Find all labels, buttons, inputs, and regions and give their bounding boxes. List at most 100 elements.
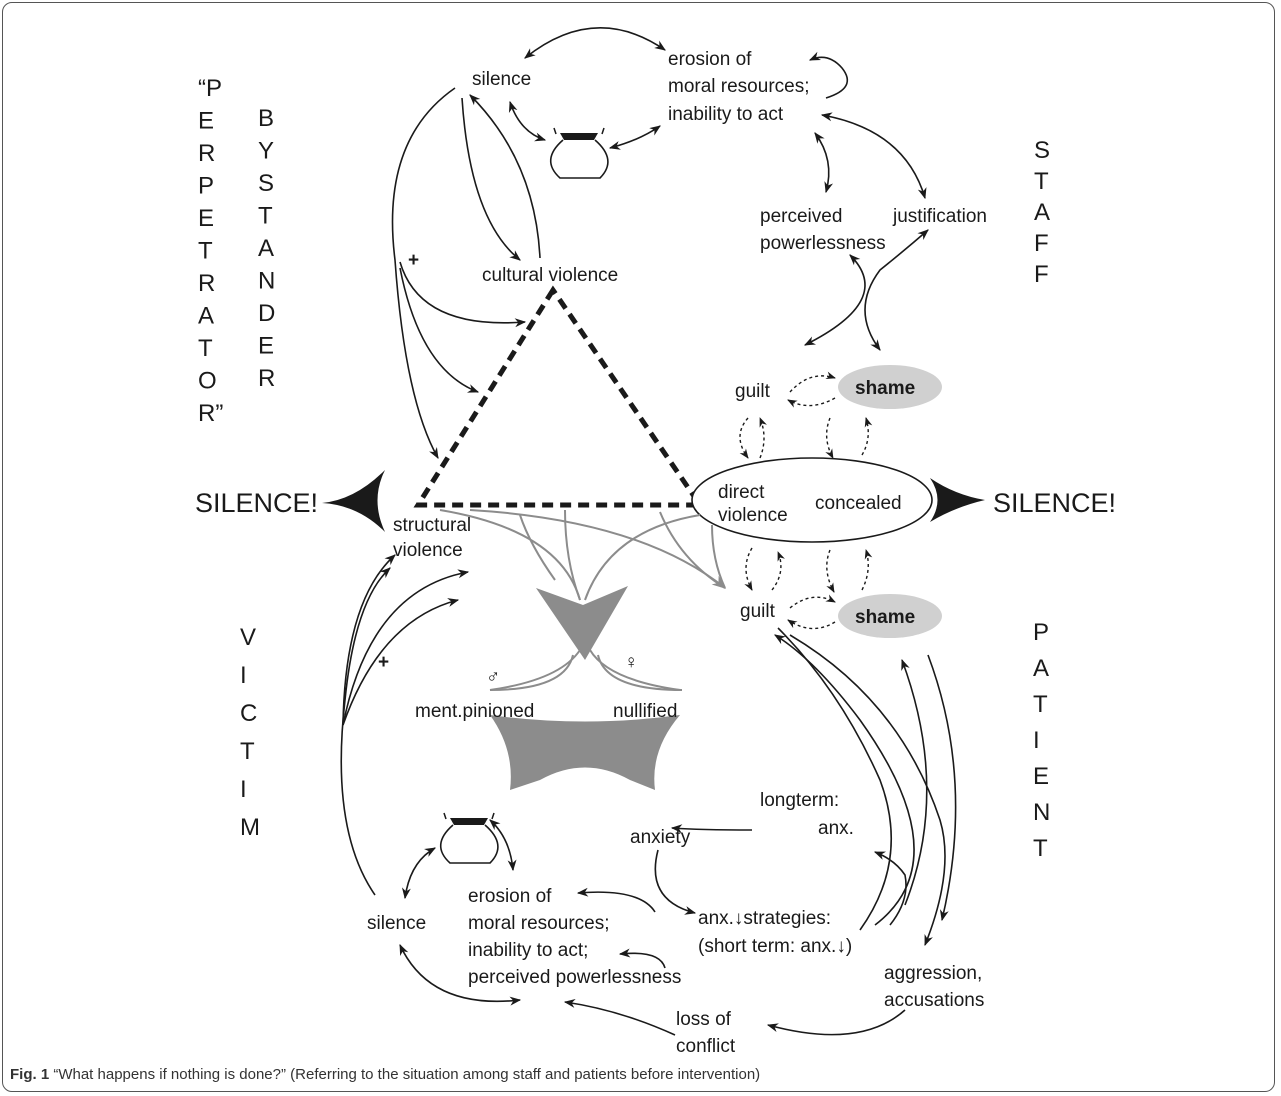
- dash-2: [759, 417, 767, 459]
- nullified-label: nullified: [613, 701, 677, 722]
- victim-letter: C: [240, 700, 257, 727]
- male-symbol: ♂: [486, 667, 500, 688]
- victim-letter: V: [240, 624, 256, 651]
- arrow-silence-erosion-top: [524, 27, 666, 59]
- structural-line1: structural: [393, 515, 471, 536]
- bystander-letter: B: [258, 105, 274, 132]
- arrow-silence-bot-erosion: [399, 943, 522, 1006]
- perpetrator-letter: E: [198, 108, 214, 135]
- grey-funnel-arrow: [536, 586, 628, 660]
- grey-split-arrow: [490, 715, 680, 790]
- anxiety-label: anxiety: [630, 827, 691, 848]
- dash-7: [826, 549, 835, 593]
- patient-letter: N: [1033, 799, 1050, 826]
- caption-text: “What happens if nothing is done?” (Refe…: [49, 1066, 761, 1083]
- perpetrator-letter: T: [198, 238, 213, 265]
- dash-8: [861, 549, 873, 591]
- strategies-line2: (short term: anx.↓): [698, 936, 852, 957]
- bystander-letter: E: [258, 333, 274, 360]
- silence-right-arrow: [930, 478, 985, 522]
- longterm-line2: anx.: [818, 818, 854, 839]
- perpetrator-letter: A: [198, 303, 214, 330]
- arrow-anxiety-strategies: [654, 849, 697, 915]
- arrow-silence-pot-bot: [401, 847, 436, 900]
- erosion-top-line3: inability to act: [668, 104, 784, 125]
- direct-violence-ellipse: [691, 457, 933, 543]
- concealed-label: concealed: [815, 493, 902, 514]
- erosion-bot-line3: inability to act;: [468, 940, 588, 961]
- loss-line1: loss of: [676, 1009, 732, 1030]
- patient-letter: A: [1033, 655, 1049, 682]
- perpetrator-letter: “P: [198, 75, 222, 102]
- bystander-letter: D: [258, 300, 275, 327]
- gender-arc-male: [489, 654, 574, 691]
- perpetrator-letter: T: [198, 335, 213, 362]
- dash-guilt-shame-top: [789, 371, 836, 393]
- dash-6: [771, 551, 785, 591]
- staff-letter: S: [1034, 137, 1050, 164]
- staff-letter: F: [1034, 261, 1049, 288]
- patient-letter: T: [1033, 835, 1048, 862]
- perceived-line2: powerlessness: [760, 233, 886, 254]
- dash-shame-guilt-bot: [787, 619, 836, 630]
- arrow-shame-aggression: [927, 654, 957, 922]
- aggression-line2: accusations: [884, 990, 984, 1011]
- staff-letter: F: [1034, 230, 1049, 257]
- bystander-letter: Y: [258, 138, 274, 165]
- plus-top-label: +: [408, 250, 419, 271]
- bystander-letter: S: [258, 170, 274, 197]
- arrow-silence-cultural: [461, 97, 521, 261]
- dash-1: [739, 417, 749, 459]
- cultural-violence-label: cultural violence: [482, 265, 618, 286]
- patient-letter: E: [1033, 763, 1049, 790]
- justification-label: justification: [892, 206, 987, 227]
- perpetrator-letter: O: [198, 368, 217, 395]
- patient-letter: T: [1033, 691, 1048, 718]
- arrow-loss-erosion: [563, 999, 676, 1036]
- grey-line-5: [469, 509, 727, 589]
- silence-left-arrow: [322, 470, 385, 532]
- dash-3: [825, 417, 834, 459]
- dash-4: [861, 417, 873, 456]
- victim-letter: M: [240, 814, 260, 841]
- grey-line-4: [519, 514, 556, 581]
- arrow-cultural-silence: [469, 94, 541, 259]
- shame-ellipse-top: [838, 365, 942, 409]
- arrow-aggression-shame: [901, 658, 928, 906]
- arrow-erosion-justification: [820, 112, 927, 200]
- arrow-victim-3: [342, 598, 460, 726]
- dash-shame-guilt-top: [787, 397, 836, 408]
- staff-letter: A: [1034, 199, 1050, 226]
- grey-line-2: [564, 509, 581, 601]
- arrow-victim-1: [342, 554, 396, 726]
- arrow-perceived-guilt: [803, 254, 866, 346]
- bystander-letter: N: [258, 268, 275, 295]
- arrow-aggression-loss: [766, 1009, 906, 1036]
- arrow-pot-erosion-bot: [489, 819, 517, 872]
- female-symbol: ♀: [624, 652, 638, 673]
- guilt-top-label: guilt: [735, 381, 771, 402]
- dash-5: [744, 547, 753, 591]
- direct-line1: direct: [718, 482, 765, 503]
- patient-letter: I: [1033, 727, 1040, 754]
- arrow-erosion-loop-bot: [576, 887, 656, 913]
- arrow-longterm-anxiety: [670, 824, 753, 834]
- perpetrator-letter: E: [198, 205, 214, 232]
- ment-pinioned-label: ment.pinioned: [415, 701, 534, 722]
- arrow-strategies-longterm: [873, 851, 907, 926]
- arrow-silence-pot-top: [508, 100, 547, 142]
- erosion-bot-line2: moral resources;: [468, 913, 610, 934]
- erosion-top-line2: moral resources;: [668, 76, 810, 97]
- grey-funnel-right: [589, 649, 681, 691]
- erosion-top-line1: erosion of: [668, 49, 752, 70]
- longterm-line1: longterm:: [760, 790, 839, 811]
- perpetrator-letter: R: [198, 270, 215, 297]
- grey-line-7: [711, 524, 726, 589]
- arrow-silence-fan-top: [391, 87, 456, 459]
- victim-letter: T: [240, 738, 255, 765]
